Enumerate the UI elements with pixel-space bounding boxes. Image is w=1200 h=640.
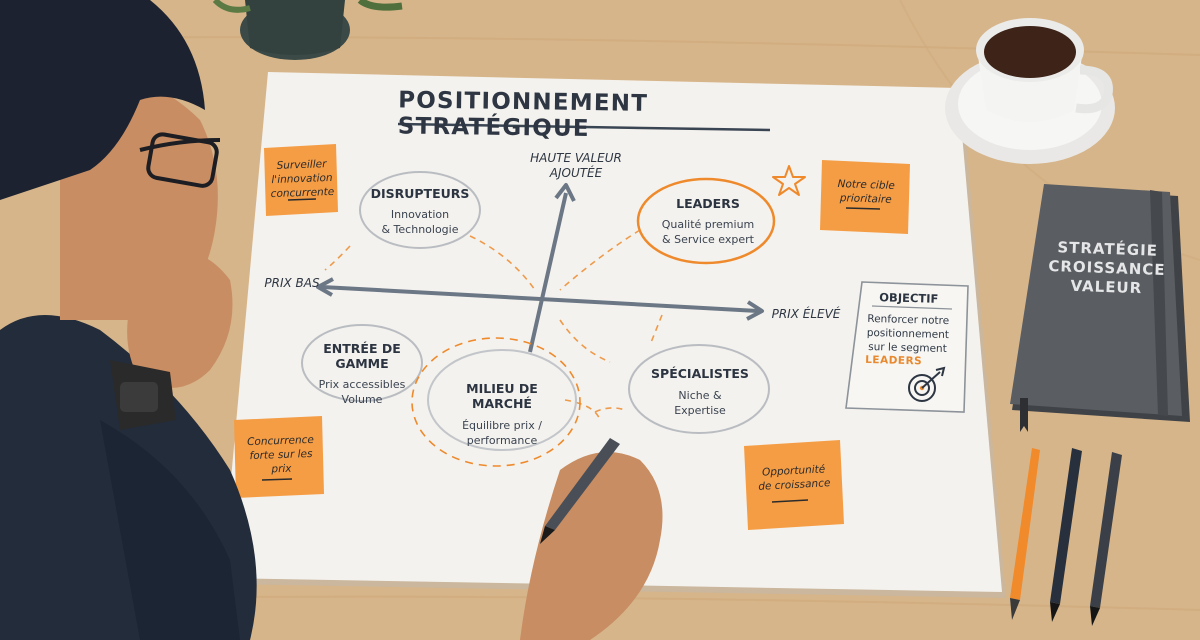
coffee-cup [945,18,1115,164]
segment-leaders: LEADERS Qualité premium & Service expert [650,196,766,247]
target-icon [908,366,946,402]
objective-card-shape [845,281,969,413]
person-figure [0,0,257,640]
segment-desc-line: performance [466,434,538,447]
segment-name: DISRUPTEURS [370,186,470,201]
segment-desc-line: Qualité premium [661,218,755,231]
segment-desc-line: Volume [341,393,383,406]
segment-milieu-de-marche: MILIEU DE MARCHÉ Équilibre prix / perfor… [440,381,564,448]
segment-specialistes: SPÉCIALISTES Niche & Expertise [640,366,760,418]
axis-label-right: PRIX ÉLEVÉ [771,307,841,321]
note-line: forte sur les [249,447,313,463]
segment-entree-de-gamme: ENTRÉE DE GAMME Prix accessibles Volume [300,341,424,407]
writing-hand [520,438,663,640]
axis-label-top-line-2: AJOUTÉE [549,166,603,180]
note-line: prioritaire [839,192,892,206]
segment-desc-line: Niche & [678,389,722,402]
notebook [1010,184,1190,432]
title-underline [397,122,771,132]
notebook-cover-title: STRATÉGIE CROISSANCE VALEUR [1043,238,1171,299]
segment-desc-line: & Technologie [381,223,459,236]
segment-name: LEADERS [676,196,740,211]
segment-desc-line: Équilibre prix / [462,419,542,432]
plant-icon [212,0,403,60]
segment-desc-line: Innovation [390,208,450,221]
segment-name: MILIEU DE MARCHÉ [466,381,538,411]
positioning-axes [316,183,764,353]
segment-desc-line: Expertise [674,404,726,417]
sticky-note-concurrence: Concurrence forte sur les prix [237,433,324,478]
sticky-note-cible: Notre cible prioritaire [822,176,911,207]
dashed-connectors [324,229,663,421]
segment-name: SPÉCIALISTES [651,366,749,381]
sticky-note-innovation: Surveiller l'innovation concurrente [265,157,338,201]
objective-card: OBJECTIF Renforcer notre positionnement … [851,290,965,369]
pen-icons [1010,448,1122,626]
axis-label-left: PRIX BAS [264,276,320,290]
segment-disrupteurs: DISRUPTEURS Innovation & Technologie [368,186,472,237]
segment-desc-line: & Service expert [662,233,754,246]
objective-title: OBJECTIF [879,290,939,306]
segment-name: ENTRÉE DE GAMME [323,341,401,371]
page-title: POSITIONNEMENT STRATÉGIQUE [397,87,649,143]
axis-label-top: HAUTE VALEUR AJOUTÉE [516,151,636,181]
segment-shapes [301,171,776,467]
note-line: concurrente [270,185,335,201]
axis-label-top-line-1: HAUTE VALEUR [530,151,622,165]
sticky-notes [234,144,910,530]
sticky-note-opportunite: Opportunité de croissance [747,462,840,495]
star-icon [772,165,806,196]
segment-desc-line: Prix accessibles [318,378,406,391]
